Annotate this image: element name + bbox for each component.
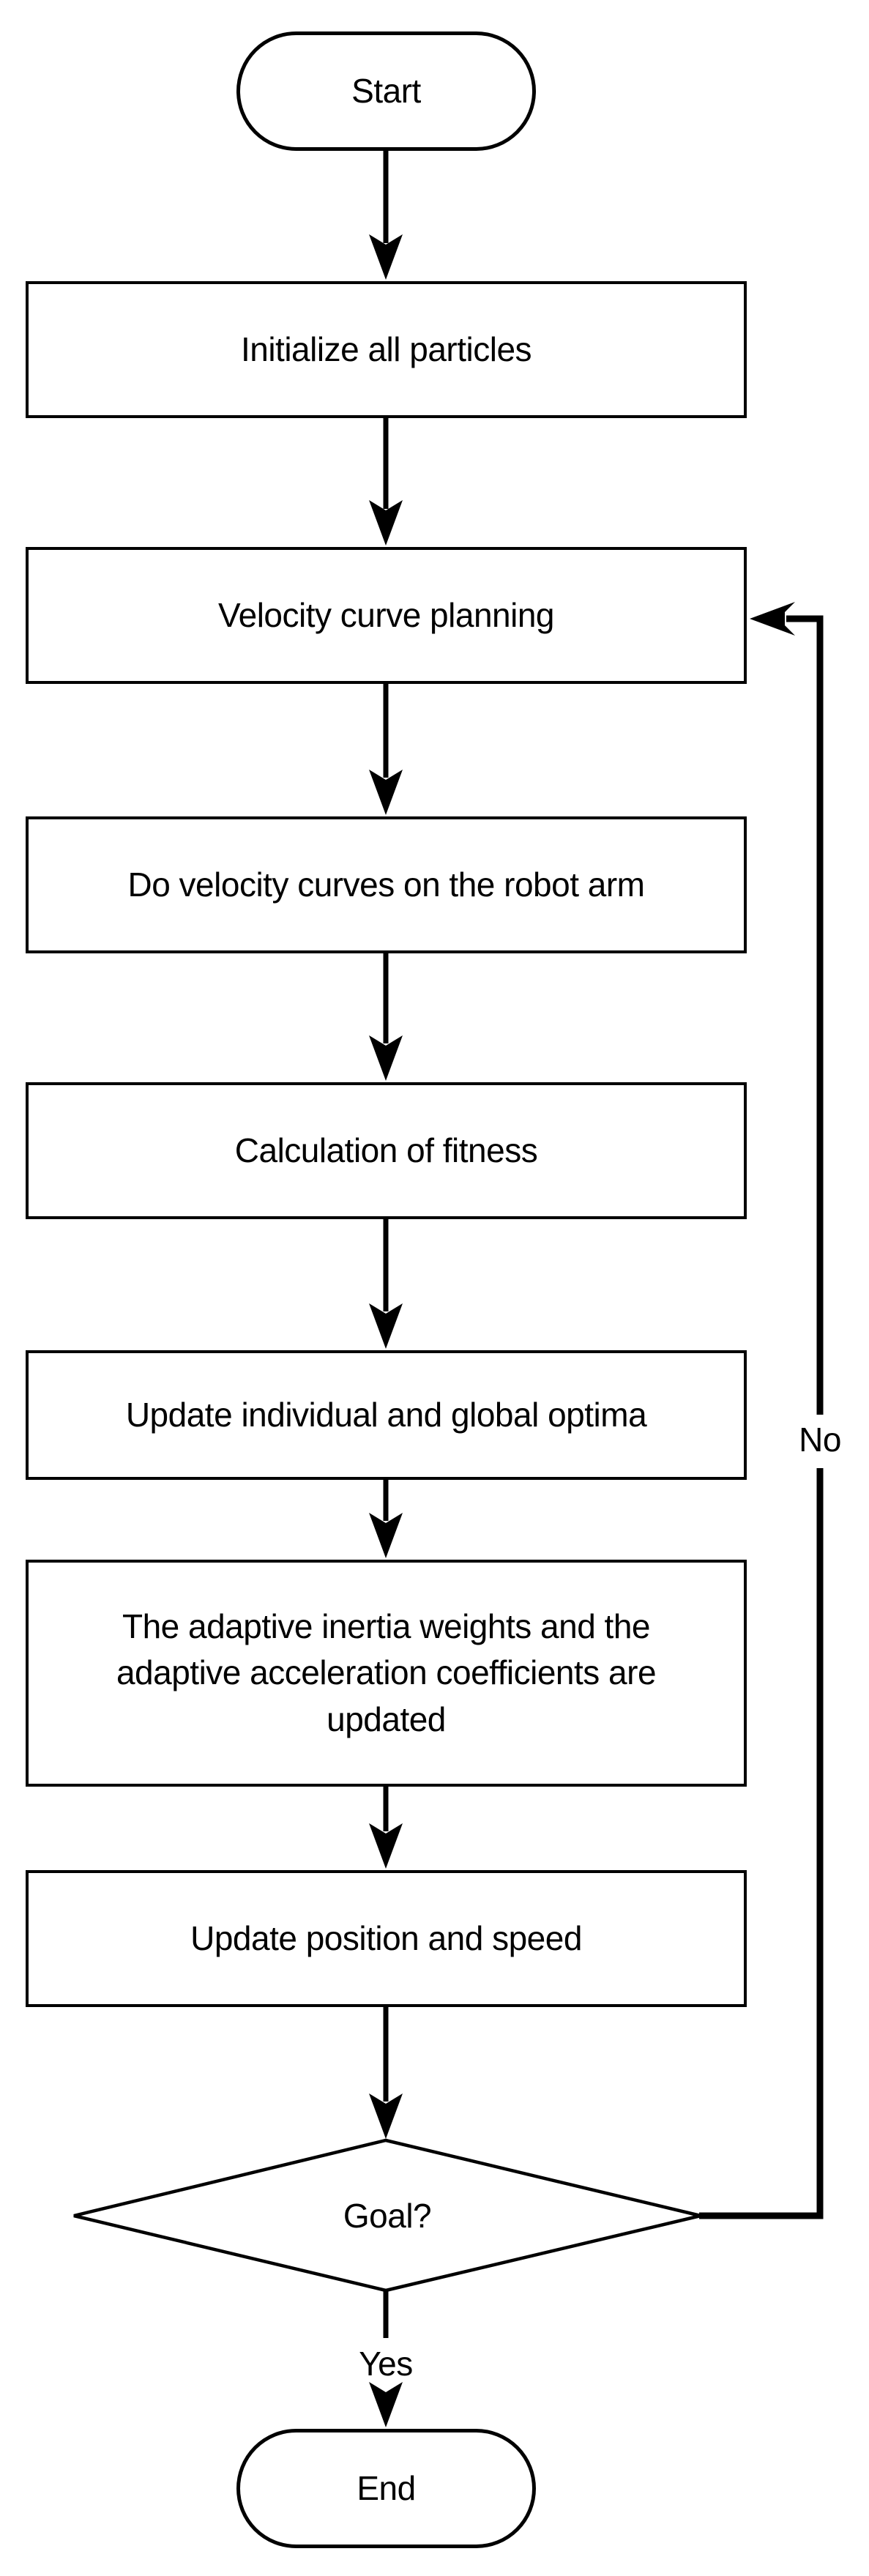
arrowhead-into-docurves — [369, 770, 403, 815]
node-start-label: Start — [351, 71, 421, 110]
node-start: Start — [236, 31, 536, 151]
arrowhead-into-fitness — [369, 1035, 403, 1081]
edge-label-no-text: No — [799, 1421, 841, 1459]
node-initialize-particles-label: Initialize all particles — [240, 330, 532, 368]
node-goal-decision-label: Goal? — [343, 2196, 432, 2235]
node-velocity-curve-planning-label: Velocity curve planning — [217, 595, 555, 634]
arrowhead-into-end — [369, 2382, 403, 2427]
arrowhead-into-initialize — [369, 234, 403, 280]
node-update-position-speed-label: Update position and speed — [190, 1918, 582, 1957]
node-initialize-particles: Initialize all particles — [26, 281, 747, 418]
arrowhead-into-position — [369, 1823, 403, 1869]
node-update-optima-label: Update individual and global optima — [125, 1395, 647, 1434]
node-goal-decision: Goal? — [74, 2140, 701, 2290]
node-adaptive-update: The adaptive inertia weights and the ada… — [26, 1560, 747, 1787]
node-update-position-speed: Update position and speed — [26, 1870, 747, 2007]
node-adaptive-update-label: The adaptive inertia weights and the ada… — [116, 1607, 657, 1738]
arrowhead-into-adaptive — [369, 1513, 403, 1558]
node-velocity-curve-planning: Velocity curve planning — [26, 547, 747, 684]
arrowhead-into-goal — [369, 2093, 403, 2139]
arrowhead-into-velocity — [369, 500, 403, 546]
node-do-velocity-curves: Do velocity curves on the robot arm — [26, 816, 747, 953]
node-end-label: End — [357, 2468, 416, 2507]
decision-goal-shape — [73, 2138, 701, 2293]
edge-no-loop-lower — [699, 1468, 824, 2219]
edge-label-yes: Yes — [335, 2343, 437, 2384]
edge-label-no: No — [769, 1419, 869, 1460]
edge-label-yes-text: Yes — [359, 2345, 413, 2383]
node-calculation-of-fitness: Calculation of fitness — [26, 1082, 747, 1219]
arrowhead-no-into-velocity — [750, 602, 795, 636]
edge-no-loop-upper — [786, 615, 824, 1415]
node-update-optima: Update individual and global optima — [26, 1350, 747, 1480]
node-do-velocity-curves-label: Do velocity curves on the robot arm — [127, 865, 645, 904]
node-end: End — [236, 2429, 536, 2548]
node-calculation-of-fitness-label: Calculation of fitness — [234, 1131, 538, 1169]
arrowhead-into-optima — [369, 1303, 403, 1349]
